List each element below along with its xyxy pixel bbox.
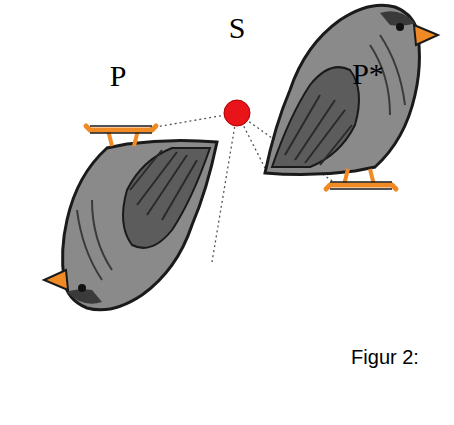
bird-upside-down	[44, 126, 217, 310]
image-point-label: P*	[352, 59, 384, 89]
bird	[265, 5, 438, 189]
center-point	[224, 100, 250, 126]
point-label: P	[110, 61, 127, 91]
caption: Figur 2:	[351, 347, 419, 367]
center-label: S	[229, 13, 246, 43]
